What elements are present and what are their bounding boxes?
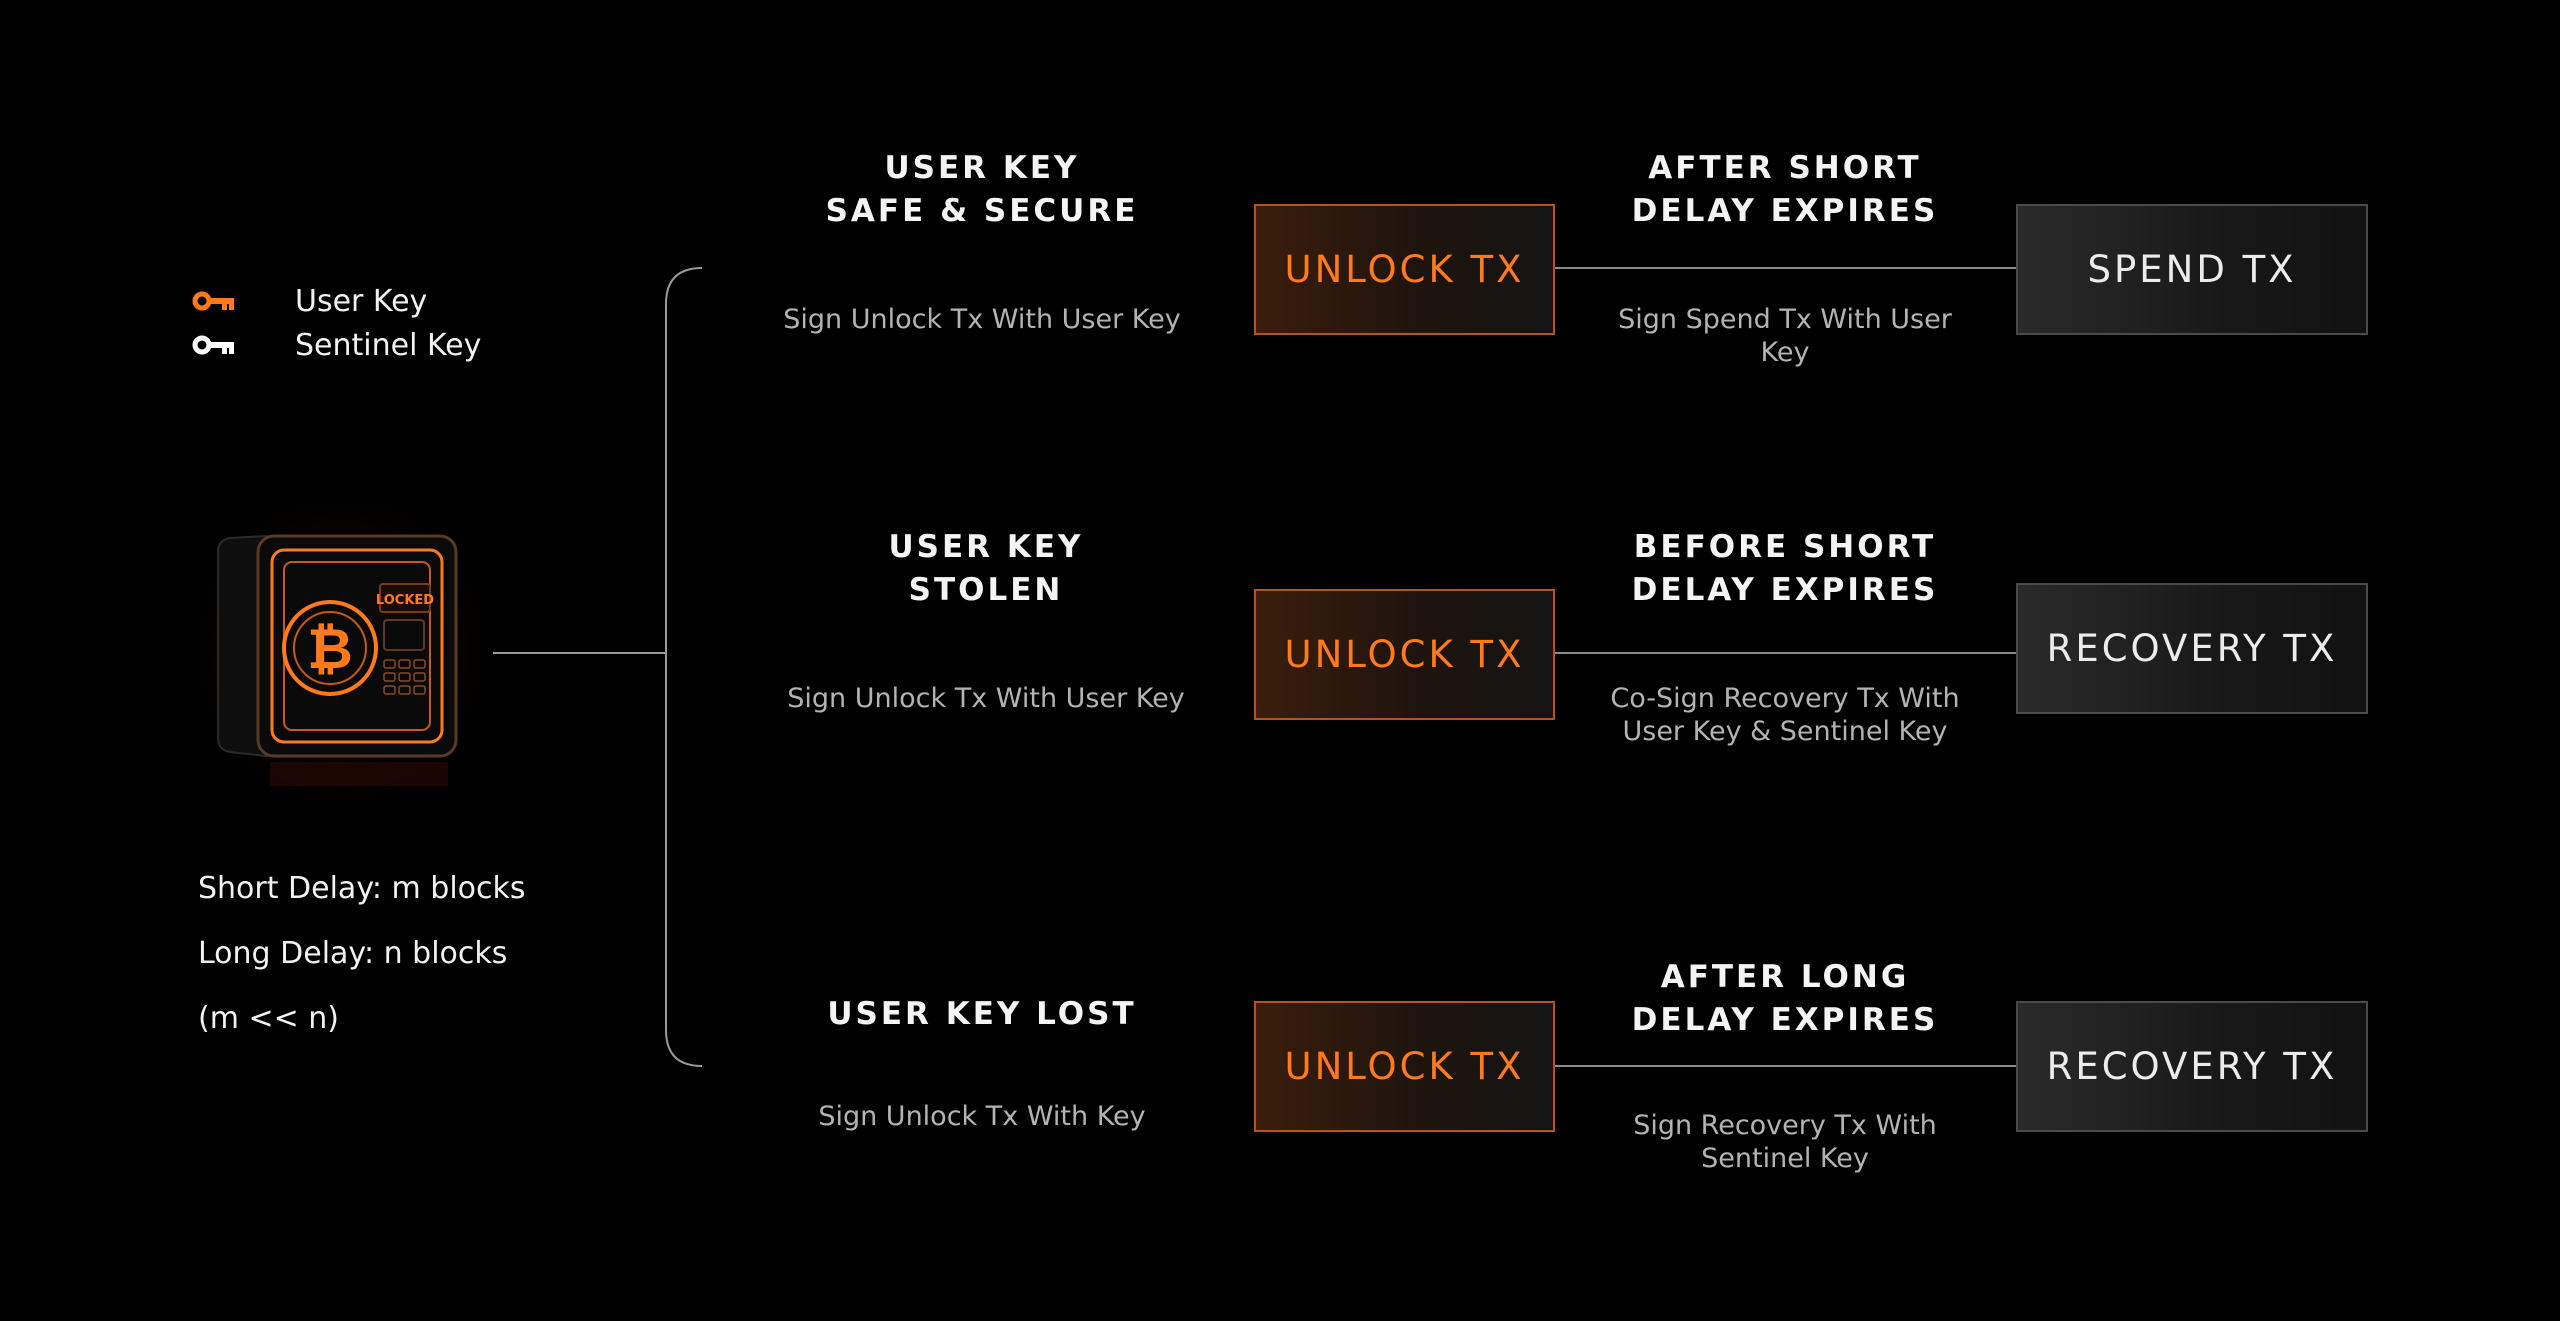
scenario-heading-1: USER KEY SAFE & SECURE — [825, 150, 1139, 229]
scenario-heading-3: USER KEY LOST — [827, 996, 1137, 1032]
second-step-note-2: Co-Sign Recovery Tx With User Key & Sent… — [1610, 683, 1960, 747]
unlock-tx-box-2: UNLOCK TX — [1254, 589, 1555, 720]
legend-label-sentinel-key: Sentinel Key — [295, 328, 482, 363]
first-step-note-1: Sign Unlock Tx With User Key — [783, 304, 1181, 335]
unlock-tx-box-1: UNLOCK TX — [1254, 204, 1555, 335]
key-icon — [192, 335, 234, 355]
vault-locked-badge: LOCKED — [376, 593, 434, 608]
legend-label-user-key: User Key — [295, 284, 428, 319]
delay-relation-note: (m << n) — [198, 1001, 339, 1036]
key-icon — [192, 291, 234, 311]
second-step-note-3: Sign Recovery Tx With Sentinel Key — [1633, 1110, 1937, 1174]
second-step-note-1: Sign Spend Tx With User Key — [1618, 304, 1952, 368]
first-step-note-2: Sign Unlock Tx With User Key — [787, 683, 1185, 714]
scenario-heading-2: USER KEY STOLEN — [888, 529, 1084, 608]
condition-heading-2: BEFORE SHORT DELAY EXPIRES — [1631, 529, 1939, 608]
recovery-tx-box-2: RECOVERY TX — [2016, 1001, 2368, 1132]
condition-heading-3: AFTER LONG DELAY EXPIRES — [1631, 959, 1939, 1038]
spend-tx-box: SPEND TX — [2016, 204, 2368, 335]
short-delay-note: Short Delay: m blocks — [198, 871, 526, 906]
first-step-note-3: Sign Unlock Tx With Key — [818, 1101, 1146, 1132]
condition-heading-1: AFTER SHORT DELAY EXPIRES — [1631, 150, 1939, 229]
long-delay-note: Long Delay: n blocks — [198, 936, 508, 971]
svg-text:₿: ₿ — [307, 617, 353, 682]
branch-bus — [665, 267, 703, 1067]
bitcoin-vault-icon: ₿ LOCKED — [200, 500, 480, 800]
recovery-tx-box-1: RECOVERY TX — [2016, 583, 2368, 714]
unlock-tx-box-3: UNLOCK TX — [1254, 1001, 1555, 1132]
